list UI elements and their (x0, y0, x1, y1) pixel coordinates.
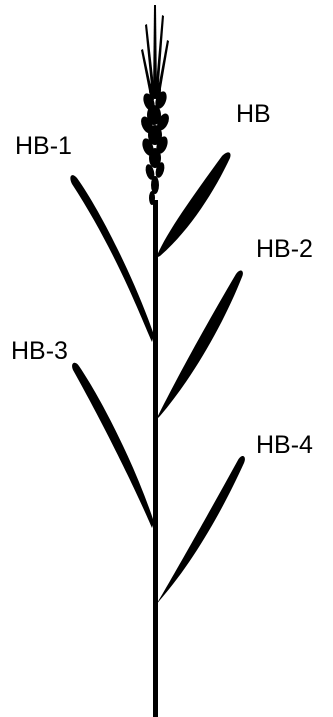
label-hb4: HB-4 (256, 433, 313, 458)
leaf-hb4 (156, 456, 245, 605)
panicle (139, 5, 172, 205)
leaf-hb (156, 152, 231, 258)
label-hb2: HB-2 (256, 237, 313, 262)
label-hb1: HB-1 (15, 134, 72, 159)
label-hb3: HB-3 (11, 339, 68, 364)
label-hb: HB (236, 102, 271, 127)
leaf-hb1 (70, 175, 154, 342)
leaf-hb2 (156, 270, 243, 420)
leaf-hb3 (72, 363, 154, 528)
stem (153, 200, 158, 717)
